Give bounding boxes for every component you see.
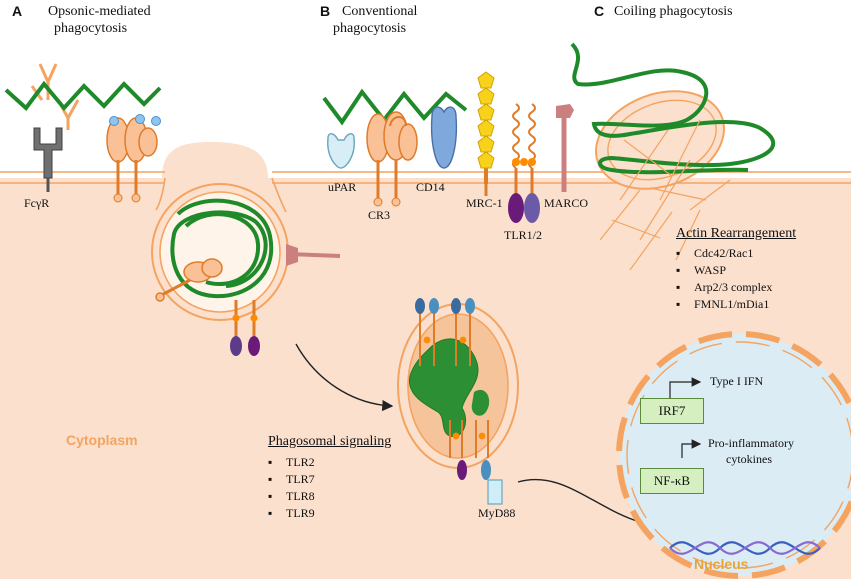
label-mrc1: MRC-1 <box>466 196 503 210</box>
tlr12-receptor <box>508 103 540 223</box>
label-fcgr: FcγR <box>24 196 50 210</box>
label-proinflammatory-line1: Pro-inflammatory <box>708 436 794 450</box>
phagosomal-item: TLR9 <box>268 505 315 522</box>
actin-item: Cdc42/Rac1 <box>676 245 772 262</box>
nucleus-label: Nucleus <box>694 556 749 572</box>
label-cd14: CD14 <box>416 180 445 194</box>
phagosome-a-marco <box>286 244 341 266</box>
panel-letter-c: C <box>594 3 605 19</box>
mrc1-receptor <box>477 71 495 196</box>
label-proinflammatory-line2: cytokines <box>726 452 772 466</box>
label-cr3: CR3 <box>368 208 391 222</box>
bacterium-fragment <box>471 389 490 416</box>
nfkb-box: NF-κB <box>640 468 704 494</box>
actin-list: Cdc42/Rac1 WASP Arp2/3 complex FMNL1/mDi… <box>676 245 772 313</box>
label-upar: uPAR <box>328 180 357 194</box>
complement-c3b <box>109 114 161 126</box>
panel-title-b-line1: Conventional <box>342 4 418 19</box>
cytoplasm-label: Cytoplasm <box>66 432 138 448</box>
phagosomal-item: TLR8 <box>268 488 315 505</box>
phagosome-a-tlr <box>230 300 260 356</box>
cd14-receptor <box>430 106 458 169</box>
label-myd88: MyD88 <box>478 506 516 520</box>
actin-filaments <box>599 119 731 271</box>
phagosome-b-tlr-nodes <box>415 298 491 480</box>
bacterium-b <box>322 88 468 126</box>
arrow-to-phagosome <box>295 343 394 412</box>
panel-title-a-line1: Opsonic-mediated <box>48 4 151 19</box>
bacterium-coiling <box>570 42 776 175</box>
myd88-block <box>487 479 503 505</box>
phagosomal-item: TLR2 <box>268 454 315 471</box>
nucleus <box>616 331 851 579</box>
fcgr-receptor <box>33 127 63 192</box>
marco-receptor <box>556 104 574 192</box>
label-marco: MARCO <box>544 196 589 210</box>
dna-helix <box>669 541 821 555</box>
bacterium-coiled-a <box>170 198 274 299</box>
label-type1-ifn: Type I IFN <box>710 374 764 388</box>
actin-item: FMNL1/mDia1 <box>676 296 772 313</box>
phagosomal-item: TLR7 <box>268 471 315 488</box>
phagosomal-title: Phagosomal signaling <box>268 434 392 449</box>
panel-title-c: Coiling phagocytosis <box>614 4 733 19</box>
irf7-box: IRF7 <box>640 398 704 424</box>
nucleus-arrows <box>669 377 702 458</box>
actin-item: Arp2/3 complex <box>676 279 772 296</box>
panel-title-b-line2: phagocytosis <box>333 21 407 36</box>
cr3-receptor-b <box>366 111 418 207</box>
phagosome-b-tlrs <box>419 312 489 458</box>
phagosomal-list: TLR2 TLR7 TLR8 TLR9 <box>268 454 315 522</box>
panel-letter-a: A <box>12 3 23 19</box>
actin-item: WASP <box>676 262 772 279</box>
panel-letter-b: B <box>320 3 331 19</box>
label-tlr12: TLR1/2 <box>504 228 542 242</box>
upar-receptor <box>327 133 355 169</box>
panel-title-a-line2: phagocytosis <box>54 21 128 36</box>
phagosome-a-receptor <box>155 258 223 302</box>
actin-title: Actin Rearrangement <box>676 226 797 241</box>
bacterium-a <box>4 80 162 112</box>
